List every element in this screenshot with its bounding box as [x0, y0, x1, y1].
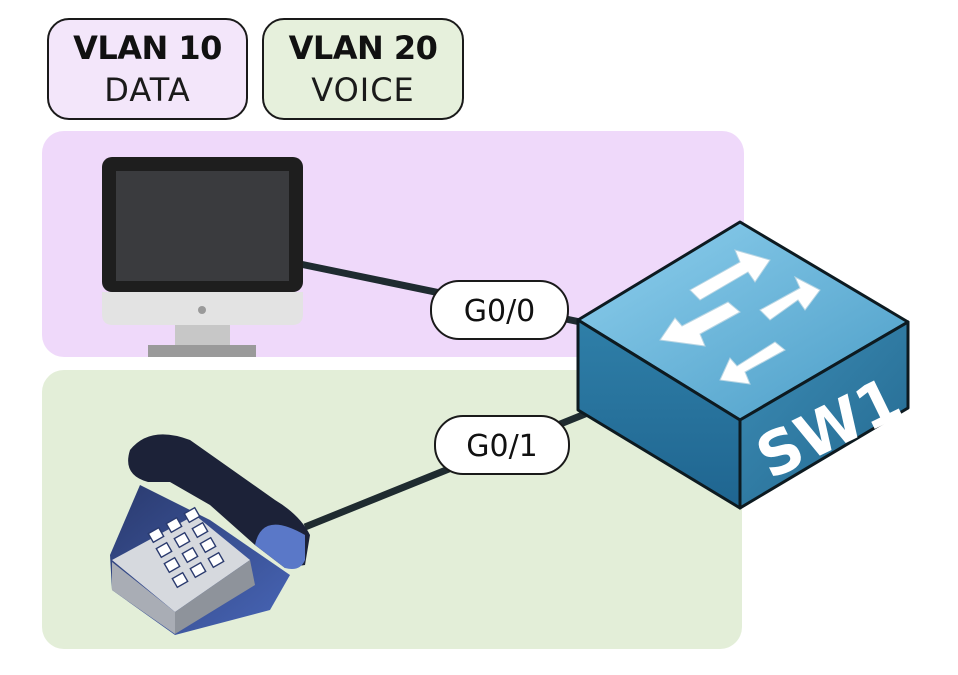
- computer-icon: [102, 157, 303, 357]
- legend-vlan10: VLAN 10 DATA: [47, 18, 248, 120]
- port-label-g0-1: G0/1: [434, 415, 570, 475]
- legend-vlan20: VLAN 20 VOICE: [262, 18, 464, 120]
- legend-vlan20-title: VLAN 20: [288, 29, 438, 67]
- legend-vlan10-title: VLAN 10: [73, 29, 222, 67]
- port-label-g0-0-text: G0/0: [464, 294, 536, 329]
- legend-vlan20-subtitle: VOICE: [311, 71, 415, 109]
- port-label-g0-1-text: G0/1: [466, 429, 538, 464]
- legend-vlan10-subtitle: DATA: [104, 71, 191, 109]
- port-label-g0-0: G0/0: [430, 280, 569, 340]
- switch-icon: SW1: [576, 220, 912, 510]
- phone-icon: [110, 434, 310, 635]
